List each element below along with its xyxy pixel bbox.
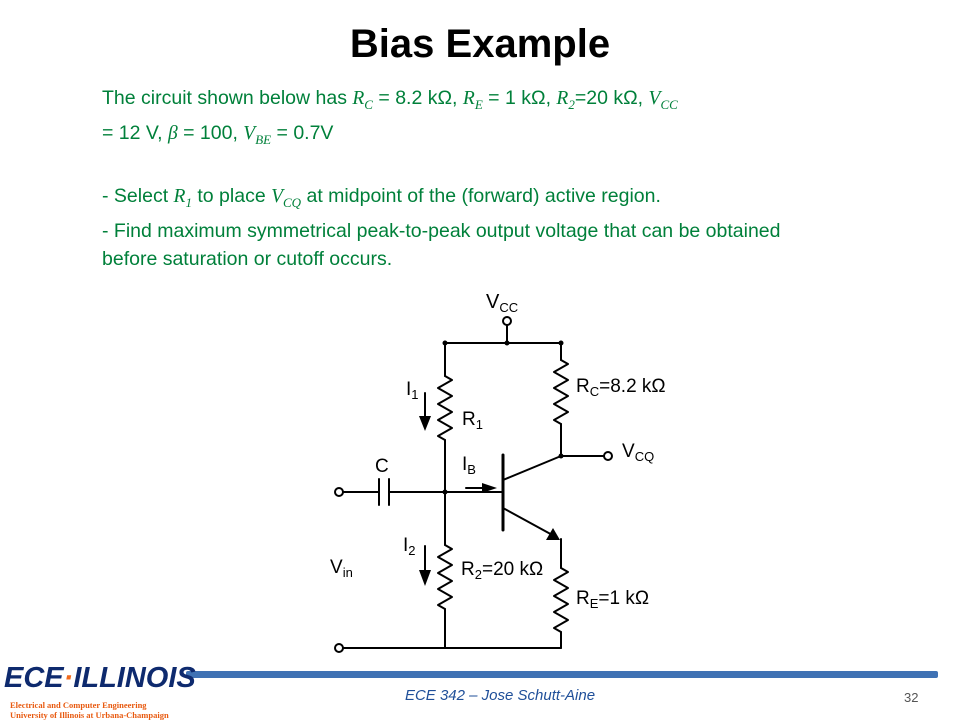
emitter-arrow-head [546, 528, 560, 540]
rc-label: RC=8.2 kΩ [576, 376, 666, 399]
vcc-label: VCC [486, 291, 518, 315]
vcq-symbol: VCQ [271, 185, 302, 210]
bullet-select-r1: - Select R1 to place VCQ at midpoint of … [102, 184, 661, 210]
ground-terminal [334, 643, 344, 653]
ib-label: IB [462, 454, 476, 477]
junction-vcc [504, 340, 510, 346]
slide-title: Bias Example [349, 22, 611, 66]
statement-line-2: = 12 V, β = 100, VBE = 0.7V [102, 121, 334, 147]
problem-statement: The circuit shown below has RC = 8.2 kΩ,… [102, 84, 822, 273]
vbe-symbol: VBE [243, 122, 272, 147]
junction-top-left [442, 340, 448, 346]
i2-label: I2 [403, 535, 416, 558]
vin-terminal [334, 487, 344, 497]
ib-arrow-head [482, 483, 497, 493]
course-footer: ECE 342 – Jose Schutt-Aine [404, 687, 596, 704]
vcq-label: VCQ [622, 441, 654, 464]
r2-label: R2=20 kΩ [461, 559, 543, 582]
logo-wordmark: ECE·ILLINOIS [4, 662, 196, 694]
i2-arrow-head [419, 570, 431, 586]
vin-label: Vin [330, 557, 353, 580]
beta-symbol: β [167, 122, 178, 144]
r1-symbol: R1 [173, 185, 192, 210]
ece-illinois-logo: ECE·ILLINOIS Electrical and Computer Eng… [4, 660, 196, 720]
vcc-terminal [502, 316, 512, 326]
vcq-terminal [603, 451, 613, 461]
r1-label: R1 [462, 409, 483, 432]
logo-subtitle-2: University of Illinois at Urbana-Champai… [10, 710, 169, 720]
rc-resistor [553, 359, 569, 425]
rc-symbol: RC [352, 88, 373, 112]
page-number: 32 [904, 690, 919, 705]
re-symbol: RE [462, 88, 483, 112]
r1-resistor [437, 375, 453, 441]
junction-base [442, 489, 448, 495]
junction-collector [558, 453, 564, 459]
logo-subtitle-1: Electrical and Computer Engineering [10, 700, 147, 710]
bullet-find-max-swing: - Find maximum symmetrical peak-to-peak … [102, 219, 781, 270]
transistor-collector [502, 455, 562, 481]
transistor-emitter [502, 507, 557, 538]
vcc-symbol: VCC [648, 88, 678, 112]
i1-arrow-head [419, 416, 431, 431]
i1-label: I1 [406, 379, 419, 402]
statement-line-1: The circuit shown below has RC = 8.2 kΩ,… [102, 87, 678, 112]
junction-top-right [558, 340, 564, 346]
footer-bar [186, 671, 938, 678]
re-resistor [553, 567, 569, 633]
r2-resistor [437, 544, 453, 610]
re-label: RE=1 kΩ [576, 588, 649, 611]
capacitor-label: C [375, 456, 389, 477]
r2-symbol: R2 [556, 88, 575, 112]
